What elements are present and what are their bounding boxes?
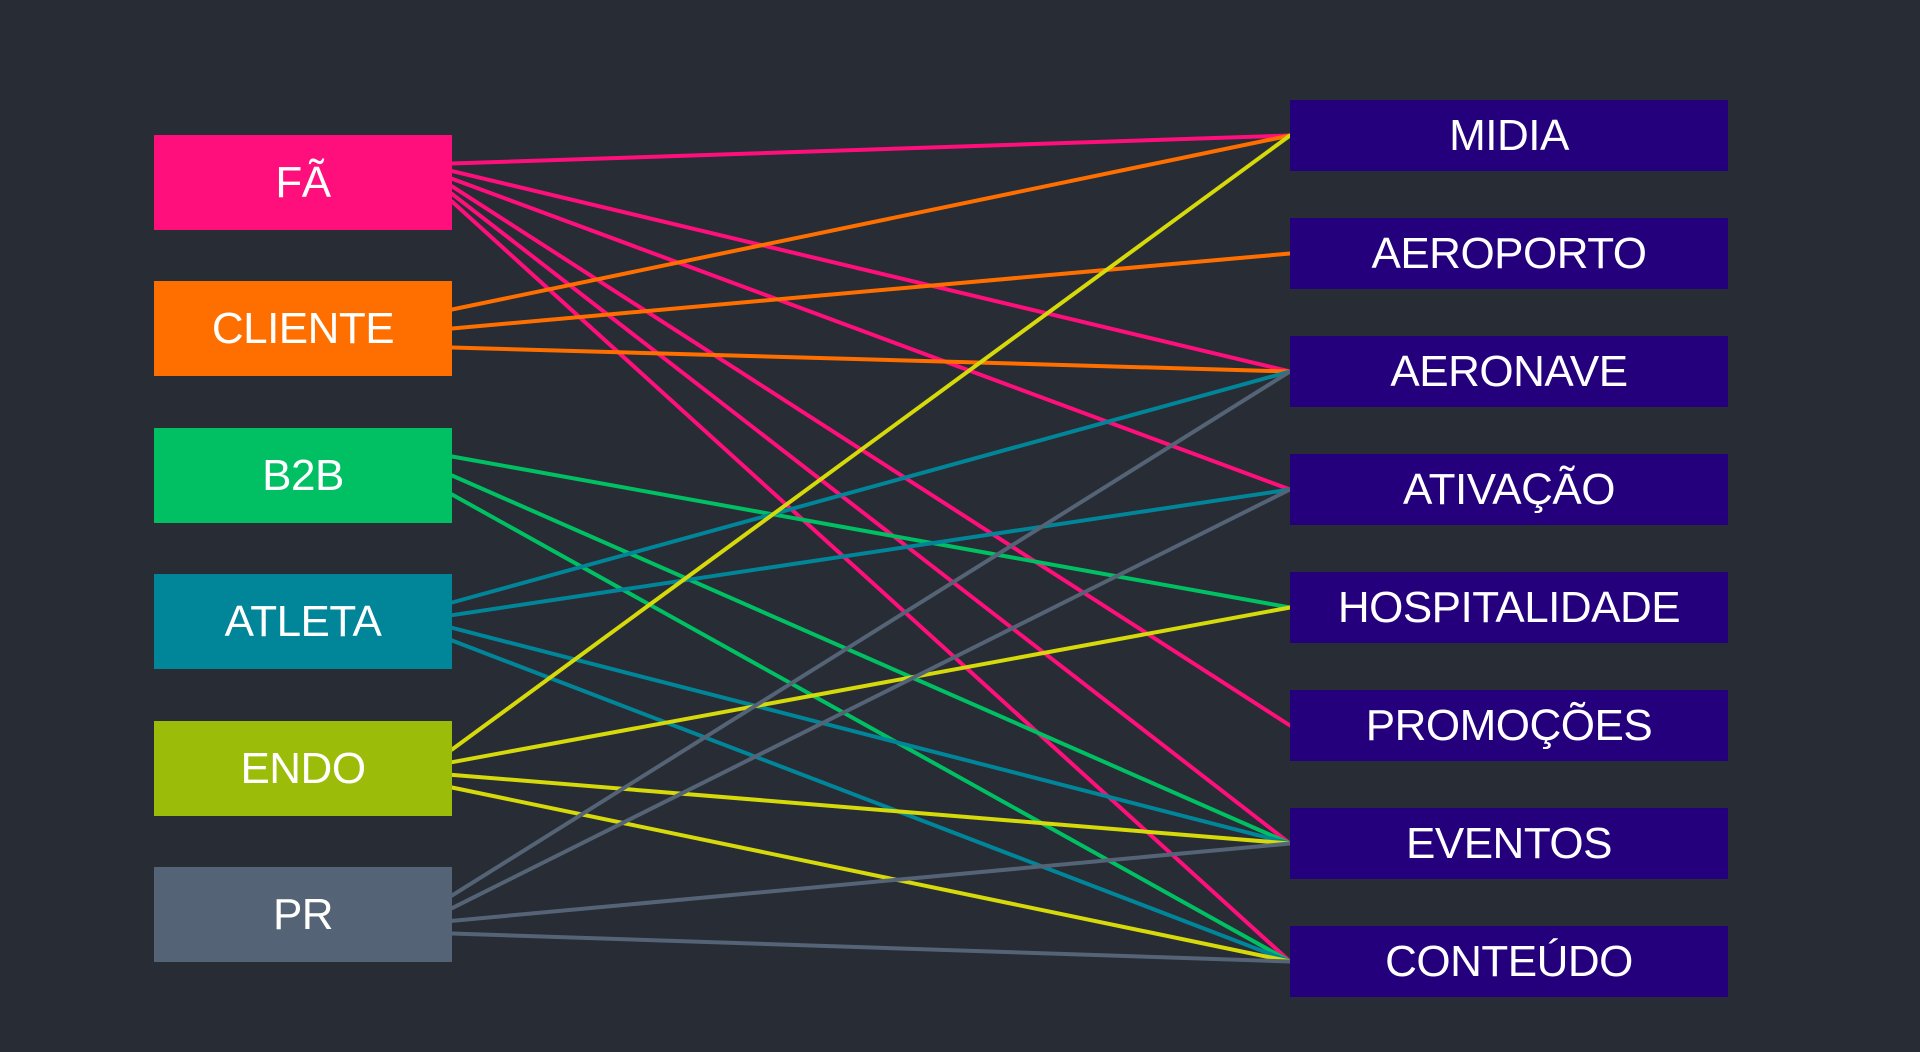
source-fa: FÃ	[154, 135, 452, 230]
link-b2b-hospitalidade	[450, 454, 1292, 610]
link-endo-hospitalidade	[450, 605, 1292, 765]
target-aeronave: AERONAVE	[1290, 336, 1728, 407]
link-b2b-conteudo	[450, 492, 1292, 964]
link-endo-eventos	[450, 772, 1292, 846]
source-atleta: ATLETA	[154, 574, 452, 669]
link-atleta-conteudo	[450, 638, 1292, 964]
link-atleta-ativacao	[450, 487, 1292, 618]
link-atleta-aeronave	[450, 369, 1292, 605]
source-pr: PR	[154, 867, 452, 962]
link-fa-conteudo	[450, 199, 1292, 964]
link-endo-midia	[450, 133, 1292, 752]
link-pr-ativacao	[450, 487, 1292, 911]
target-conteudo: CONTEÚDO	[1290, 926, 1728, 997]
source-endo: ENDO	[154, 721, 452, 816]
target-ativacao: ATIVAÇÃO	[1290, 454, 1728, 525]
link-fa-aeronave	[450, 169, 1292, 374]
link-pr-eventos	[450, 841, 1292, 923]
link-fa-eventos	[450, 191, 1292, 846]
link-endo-conteudo	[450, 785, 1292, 964]
link-cliente-aeroporto	[450, 251, 1292, 331]
link-pr-conteudo	[450, 931, 1292, 964]
source-b2b: B2B	[154, 428, 452, 523]
link-pr-aeronave	[450, 369, 1292, 898]
target-hospitalidade: HOSPITALIDADE	[1290, 572, 1728, 643]
target-midia: MIDIA	[1290, 100, 1728, 171]
link-cliente-midia	[450, 133, 1292, 312]
link-fa-midia	[450, 133, 1292, 166]
link-fa-ativacao	[450, 176, 1292, 492]
link-b2b-eventos	[450, 473, 1292, 846]
source-cliente: CLIENTE	[154, 281, 452, 376]
target-eventos: EVENTOS	[1290, 808, 1728, 879]
target-aeroporto: AEROPORTO	[1290, 218, 1728, 289]
link-cliente-aeronave	[450, 345, 1292, 374]
link-fa-promocoes	[450, 184, 1292, 728]
link-atleta-eventos	[450, 625, 1292, 846]
target-promocoes: PROMOÇÕES	[1290, 690, 1728, 761]
